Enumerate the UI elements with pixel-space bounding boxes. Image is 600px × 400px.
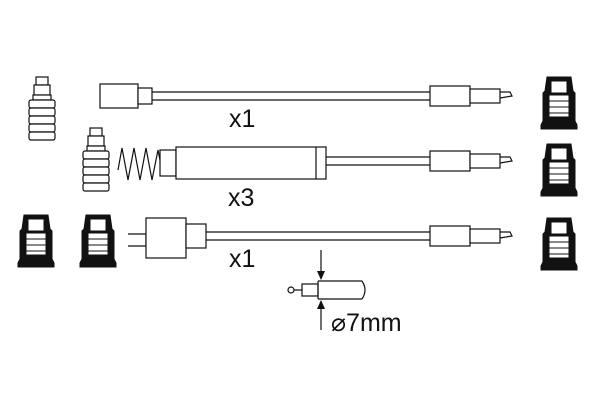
terminal-right — [429, 85, 513, 107]
coil-boot-cap-open — [79, 214, 117, 268]
spring — [117, 147, 163, 181]
coil-boot-cap — [17, 214, 55, 268]
plug-boot-straight — [28, 76, 56, 141]
cable-line — [152, 91, 430, 101]
cable-diameter-detail — [287, 250, 366, 330]
quantity-label-row-2: x3 — [228, 184, 255, 212]
cable-row-1 — [28, 76, 578, 141]
terminal-left — [145, 217, 187, 259]
cable-line — [206, 231, 430, 241]
distributor-cap-boot — [540, 217, 578, 271]
quantity-label-row-3: x1 — [229, 245, 256, 273]
cable-line — [326, 156, 430, 166]
distributor-cap-boot — [540, 76, 578, 130]
terminal-right — [429, 150, 513, 172]
distributor-cap-boot — [540, 143, 578, 197]
plug-boot-straight — [82, 127, 110, 192]
terminal-right — [429, 225, 513, 247]
cable-row-2 — [82, 127, 578, 197]
diameter-label: ⌀7mm — [331, 309, 402, 337]
quantity-label-row-1: x1 — [229, 105, 256, 133]
cable-row-3 — [17, 214, 578, 271]
suppressor-sleeve — [175, 146, 327, 180]
terminal-left — [99, 83, 139, 109]
